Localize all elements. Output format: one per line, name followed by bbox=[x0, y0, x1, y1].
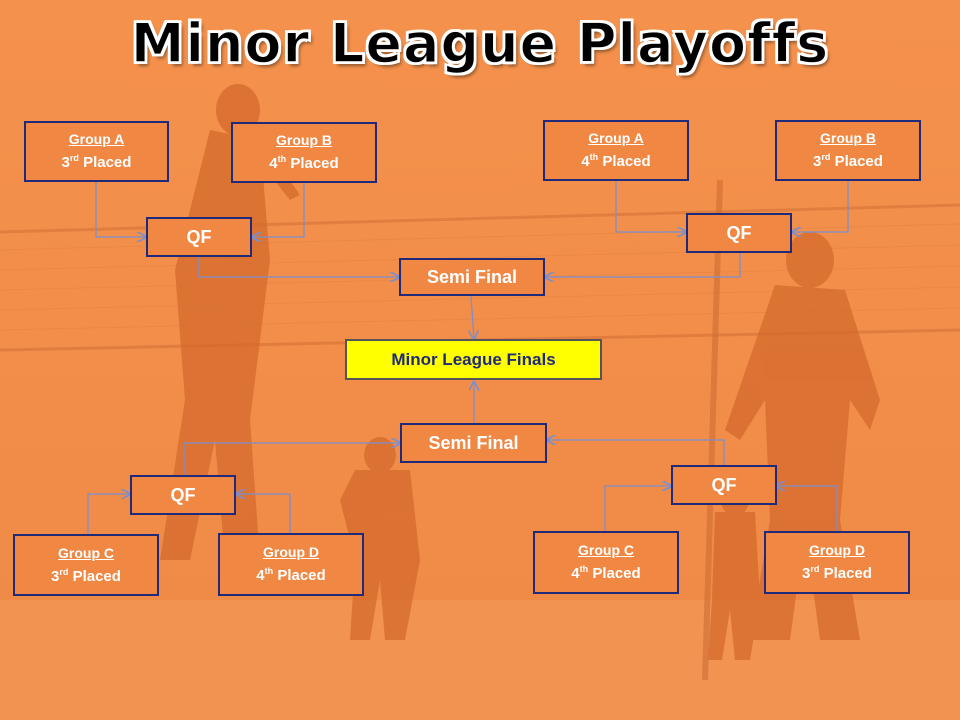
qf-box-top-left: QF bbox=[146, 217, 252, 257]
semi-final-top: Semi Final bbox=[399, 258, 545, 296]
group-label: Group A bbox=[68, 131, 125, 147]
group-label: Group B bbox=[820, 130, 876, 146]
group-label: Group B bbox=[276, 132, 332, 148]
team-box-group-b-3rd: Group B 3rd Placed bbox=[775, 120, 921, 181]
placement-label: 3rd Placed bbox=[61, 153, 132, 171]
qf-box-bottom-left: QF bbox=[130, 475, 236, 515]
group-label: Group C bbox=[578, 542, 634, 558]
placement-label: 4th Placed bbox=[581, 152, 651, 170]
team-box-group-b-4th: Group B 4th Placed bbox=[231, 122, 377, 183]
group-label: Group C bbox=[58, 544, 114, 561]
team-box-group-c-3rd: Group C 3rd Placed bbox=[13, 534, 159, 596]
placement-label: 4th Placed bbox=[256, 566, 326, 584]
minor-league-finals: Minor League Finals bbox=[345, 339, 602, 380]
placement-label: 4th Placed bbox=[571, 564, 641, 582]
group-label: Group D bbox=[263, 544, 319, 560]
team-box-group-d-3rd: Group D 3rd Placed bbox=[764, 531, 910, 594]
placement-label: 3rd Placed bbox=[51, 566, 121, 585]
semi-final-bottom: Semi Final bbox=[400, 423, 547, 463]
placement-label: 3rd Placed bbox=[802, 564, 872, 582]
team-box-group-a-4th: Group A 4th Placed bbox=[543, 120, 689, 181]
qf-box-bottom-right: QF bbox=[671, 465, 777, 505]
placement-label: 4th Placed bbox=[269, 154, 339, 172]
team-box-group-d-4th: Group D 4th Placed bbox=[218, 533, 364, 596]
group-label: Group D bbox=[809, 542, 865, 558]
qf-box-top-right: QF bbox=[686, 213, 792, 253]
team-box-group-a-3rd: Group A 3rd Placed bbox=[24, 121, 169, 182]
page-title: Minor League Playoffs bbox=[130, 11, 830, 76]
placement-label: 3rd Placed bbox=[813, 152, 883, 170]
team-box-group-c-4th: Group C 4th Placed bbox=[533, 531, 679, 594]
group-label: Group A bbox=[588, 130, 644, 146]
